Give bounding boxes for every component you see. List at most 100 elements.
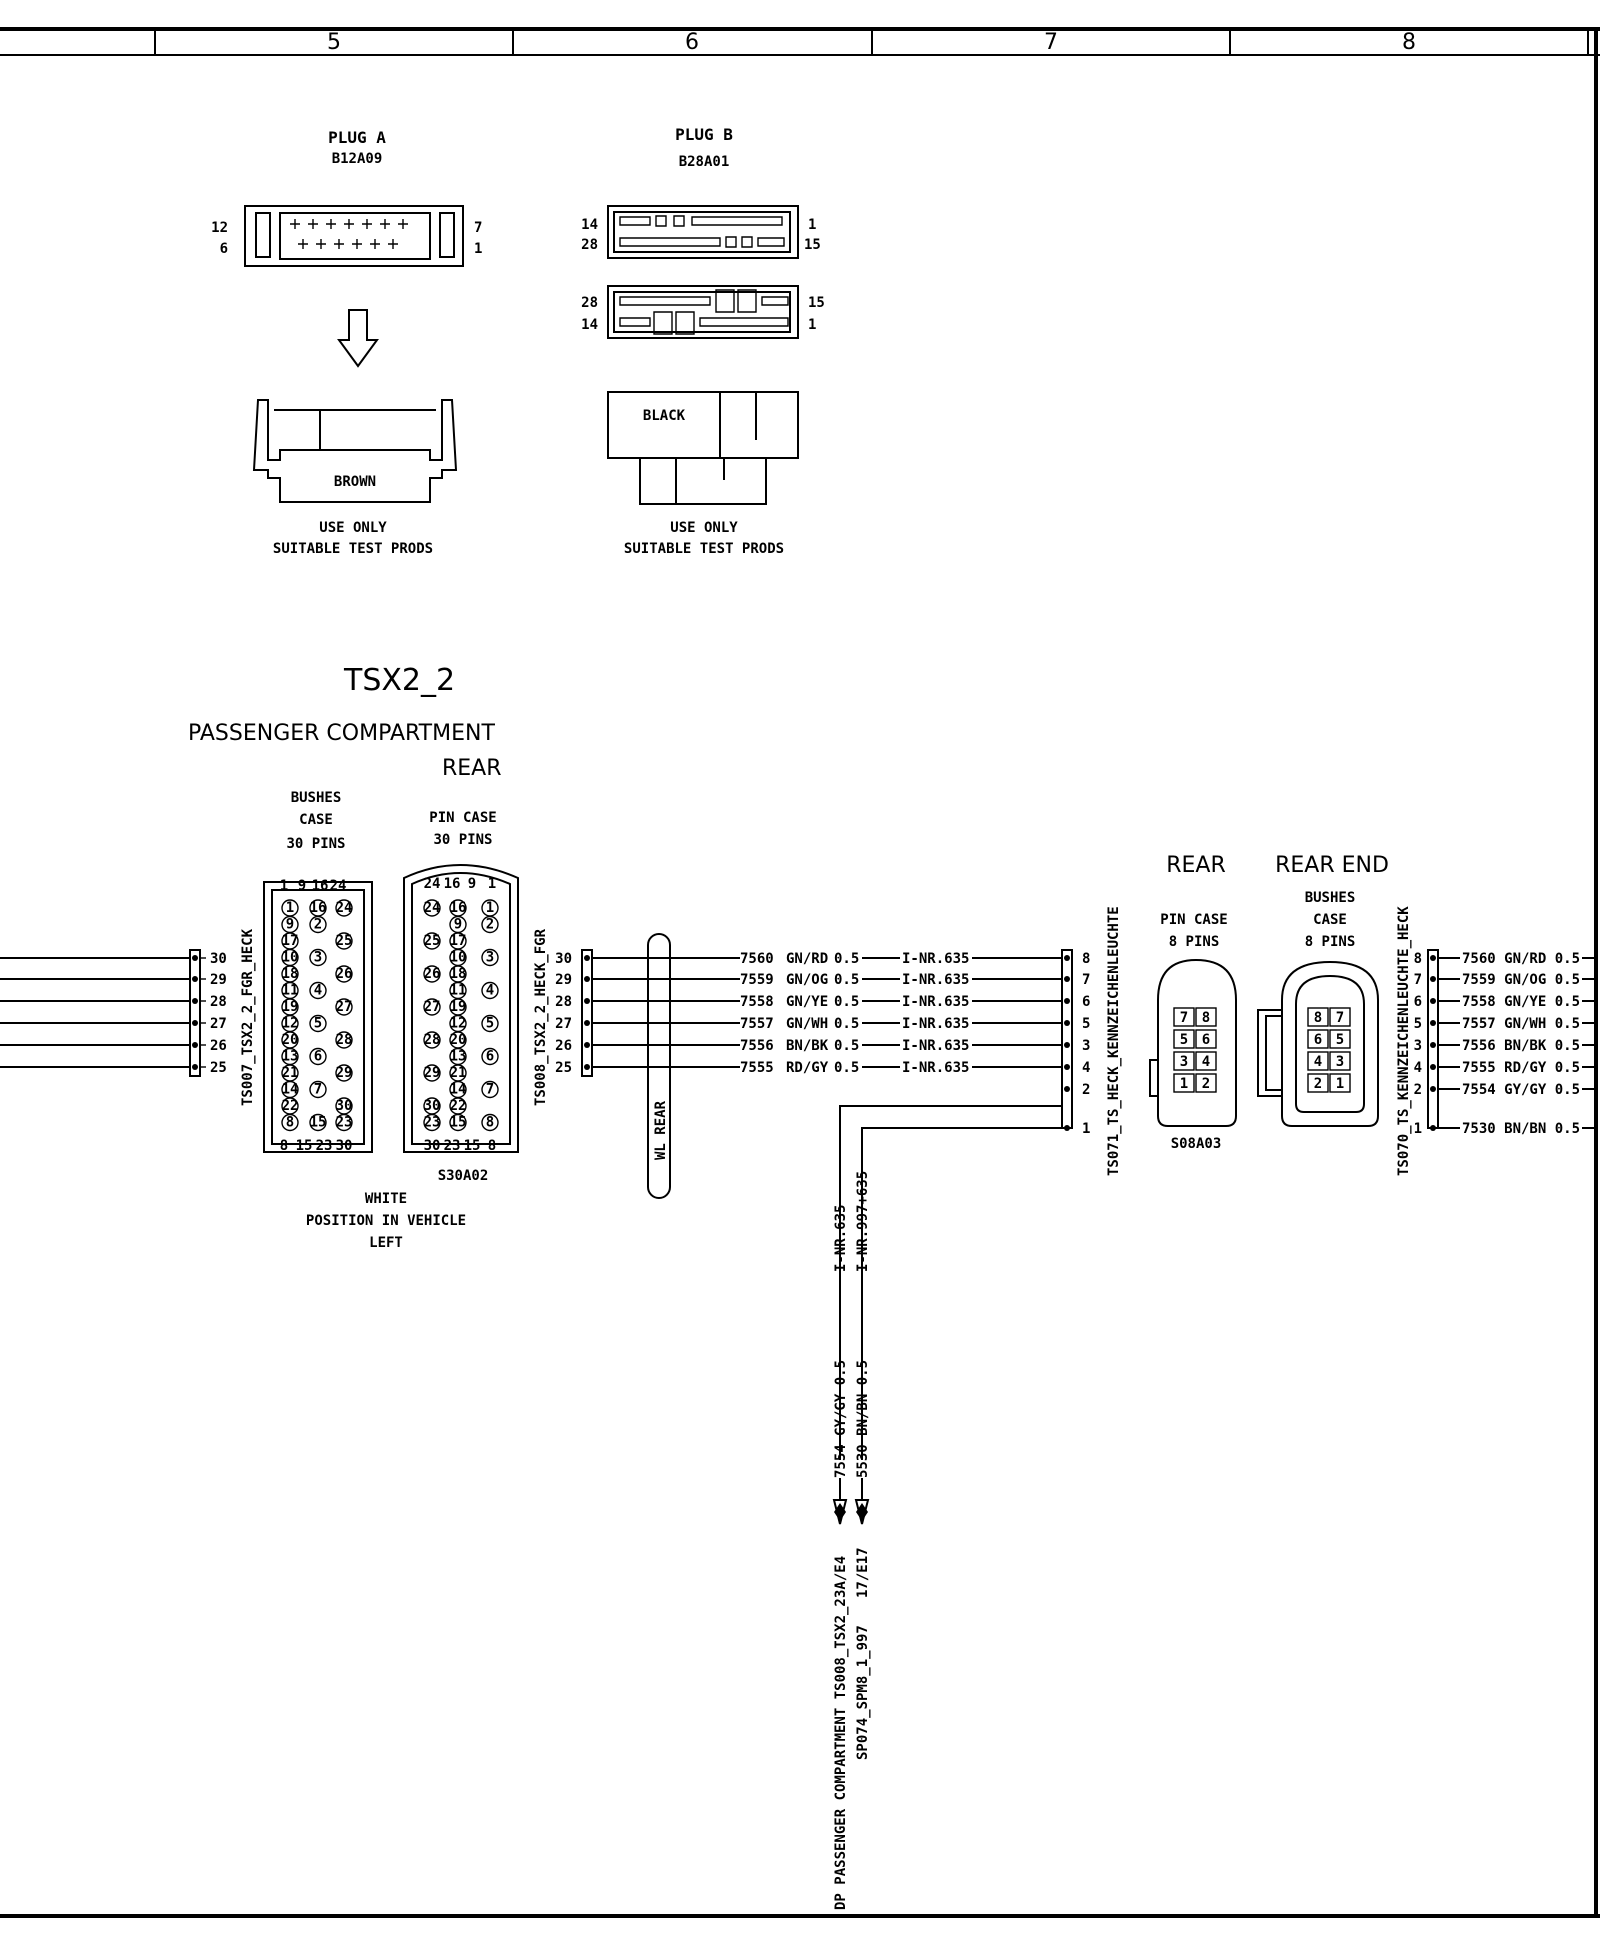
plug-b-lower-pin-1: 1 [808, 317, 816, 333]
tsx-bushes-line-1: BUSHES [291, 790, 342, 806]
ts071-pin-dot [1064, 1086, 1070, 1092]
wire-id: 7555 [740, 1060, 774, 1076]
pincase-pin-number: 30 [424, 1098, 441, 1114]
rear-bush-cell [1307, 1029, 1329, 1049]
pincase-pin-number: 22 [450, 1098, 467, 1114]
bushes-pin-number: 16 [310, 900, 327, 916]
rear-bush-cell [1329, 1051, 1351, 1071]
pincase-pin-number: 24 [424, 900, 441, 916]
wire-label: 7556 BN/BK 0.5 [1462, 1038, 1580, 1054]
down-dest-a: DP PASSENGER COMPARTMENT TS008_TSX2_2 [833, 1598, 849, 1910]
wire-color: GN/OG [786, 972, 828, 988]
pincase-pin [449, 1113, 467, 1132]
ts008-pin-dot [584, 998, 590, 1004]
ts071-label: TS071_TS_HECK_KENNZEICHENLEUCHTE [1106, 906, 1122, 1176]
wire-label: 7530 BN/BN 0.5 [1462, 1121, 1580, 1137]
rear-pin-cell [1195, 1073, 1217, 1093]
pincase-pin-number: 4 [486, 983, 494, 999]
down-wire-b: 5530 BN/BN 0.5 [855, 1360, 871, 1478]
wire-size: 0.5 [834, 1016, 859, 1032]
rear-bush-number: 3 [1336, 1054, 1344, 1070]
bushes-pin-number: 25 [336, 933, 353, 949]
ts071-pin-label: 4 [1082, 1060, 1090, 1076]
down-ref-a: I-NR.635 [833, 1205, 849, 1272]
pincase-pin-number: 14 [450, 1082, 467, 1098]
pincase-pin-number: 9 [454, 917, 462, 933]
ts008-pin-dot [584, 1064, 590, 1070]
wire-id: 7558 [740, 994, 774, 1010]
ts007-pin-dot [192, 1064, 198, 1070]
pincase-top-pin-label: 16 [444, 876, 461, 892]
ts071-pin-label: 7 [1082, 972, 1090, 988]
plug-b-upper-pin-15: 15 [804, 237, 821, 253]
pincase-pin-number: 19 [450, 999, 467, 1015]
wire-id: 7560 [740, 951, 774, 967]
wire-label: 7560 GN/RD 0.5 [1462, 951, 1580, 967]
bushes-pin-socket [335, 1031, 353, 1049]
ts008-pin-dot [584, 1042, 590, 1048]
pincase-pin-number: 23 [424, 1115, 441, 1131]
plug-a-title: PLUG A [328, 128, 386, 147]
wire-size: 0.5 [834, 972, 859, 988]
rear-bush-number: 2 [1314, 1076, 1322, 1092]
ts007-pin-dot [192, 1042, 198, 1048]
pincase-pin [481, 1014, 499, 1033]
bushes-pin-number: 20 [282, 1032, 299, 1048]
rear-bush-cell [1329, 1007, 1351, 1027]
ts070-connector: TS070_TS_KENNZEICHENLEUCHTE_HECK 8765342… [1396, 906, 1439, 1176]
rear-bush-cell [1307, 1051, 1329, 1071]
bushes-pin-number: 15 [310, 1115, 327, 1131]
plug-b-upper-face-drawing [607, 205, 799, 259]
rear-pin-number: 4 [1202, 1054, 1210, 1070]
rear-title: REAR [1166, 853, 1226, 878]
wire-size: 0.5 [834, 951, 859, 967]
pincase-pin-number: 27 [424, 999, 441, 1015]
bushes-pin-socket [335, 932, 353, 950]
bushes-bottom-pin-label: 23 [316, 1138, 333, 1154]
wire-color: BN/BK [786, 1038, 829, 1054]
pincase-pin-number: 21 [450, 1065, 467, 1081]
ts007-pin-label: 27 [210, 1016, 227, 1032]
ts007-pin-label: 29 [210, 972, 227, 988]
bushes-pin-number: 28 [336, 1032, 353, 1048]
ts071-pin-dot [1064, 955, 1070, 961]
ts070-pin-label: 8 [1414, 951, 1422, 967]
bushes-pin-number: 8 [286, 1115, 294, 1131]
ts007-label: TS007_TSX2_2_FGR_HECK [240, 928, 256, 1106]
arrow-down-icon [337, 309, 379, 368]
rear-connector-code: S08A03 [1171, 1136, 1222, 1152]
ts070-pin-dot [1430, 1020, 1436, 1026]
ts070-pin-dot [1430, 998, 1436, 1004]
pincase-pin [423, 1064, 441, 1082]
bushes-pin-socket [309, 915, 327, 934]
rear-pin-number: 2 [1202, 1076, 1210, 1092]
ts008-pin-label: 25 [555, 1060, 572, 1076]
plug-b: PLUG B B28A01 14 28 1 15 28 14 15 1 BLAC… [581, 125, 825, 557]
pincase-bottom-pin-label: 15 [464, 1138, 481, 1154]
pincase-bottom-pin-label: 8 [488, 1138, 496, 1154]
rear-pin-cell [1195, 1051, 1217, 1071]
pincase-pin-number: 20 [450, 1032, 467, 1048]
wire-ref: I-NR.635 [902, 994, 969, 1010]
pincase-pin-number: 28 [424, 1032, 441, 1048]
pincase-pin [481, 1080, 499, 1099]
bushes-pin-number: 11 [282, 983, 299, 999]
wire-color: GN/WH [786, 1016, 828, 1032]
plug-b-lower-pin-28: 28 [581, 295, 598, 311]
pincase-pin-number: 29 [424, 1065, 441, 1081]
bushes-pin-number: 27 [336, 999, 353, 1015]
pincase-pin-number: 10 [450, 950, 467, 966]
ts007-pin-label: 26 [210, 1038, 227, 1054]
plug-b-color: BLACK [643, 408, 686, 424]
wire-label: 7558 GN/YE 0.5 [1462, 994, 1580, 1010]
bushes-bottom-pin-label: 8 [280, 1138, 288, 1154]
rear-end-title: REAR END [1275, 853, 1389, 878]
pincase-pin-number: 5 [486, 1016, 494, 1032]
bushes-pin-number: 6 [314, 1049, 322, 1065]
wire-color: GN/YE [786, 994, 828, 1010]
tsx-color-note-2: POSITION IN VEHICLE [306, 1213, 466, 1229]
